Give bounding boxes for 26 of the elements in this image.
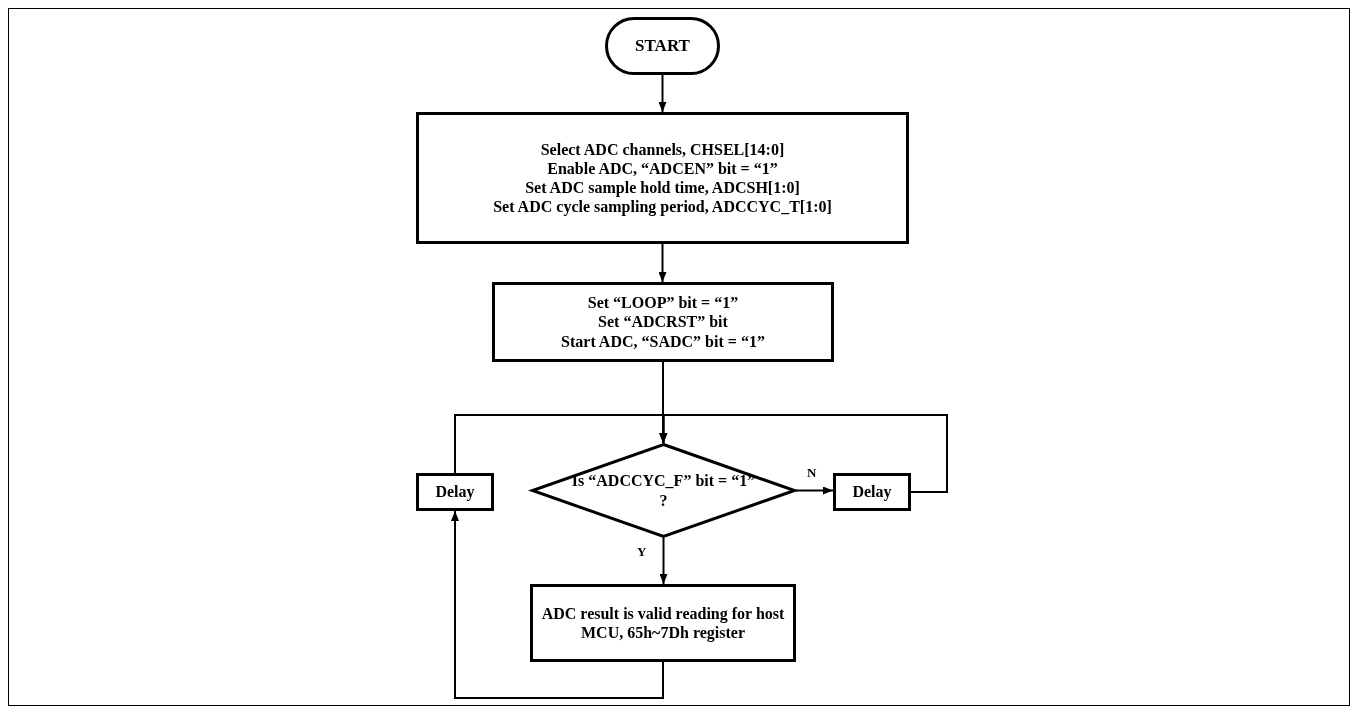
arrow	[658, 74, 667, 113]
node-text: Set ADC cycle sampling period, ADCCYC_T[1:0]	[493, 197, 832, 217]
process-box	[416, 112, 909, 244]
node-text: ADC result is valid reading for host MCU, 65h~7Dh register	[540, 603, 786, 643]
delay-box	[416, 473, 494, 511]
node-text: Set “ADCRST” bit	[598, 312, 728, 332]
node-text: Delay	[852, 482, 892, 502]
process-box	[492, 282, 834, 362]
node-text: Start ADC, “SADC” bit = “1”	[561, 331, 765, 351]
node-text: Enable ADC, “ADCEN” bit = “1”	[547, 158, 778, 178]
delay-box	[833, 473, 911, 511]
node-text: Delay	[435, 482, 475, 502]
arrow	[659, 361, 667, 444]
arrow	[659, 537, 668, 585]
edge-label: N	[806, 466, 818, 479]
arrow	[451, 510, 664, 699]
edge-label: Y	[636, 545, 648, 558]
node-text: Set “LOOP” bit = “1”	[587, 293, 739, 313]
arrow	[795, 486, 834, 495]
node-text: Set ADC sample hold time, ADCSH[1:0]	[525, 178, 800, 198]
node-text: START	[635, 35, 690, 57]
arrow	[454, 414, 668, 474]
start-terminal	[605, 17, 720, 75]
arrow	[658, 243, 667, 283]
node-text: Select ADC channels, CHSEL[14:0]	[540, 139, 785, 159]
process-box	[530, 584, 796, 662]
